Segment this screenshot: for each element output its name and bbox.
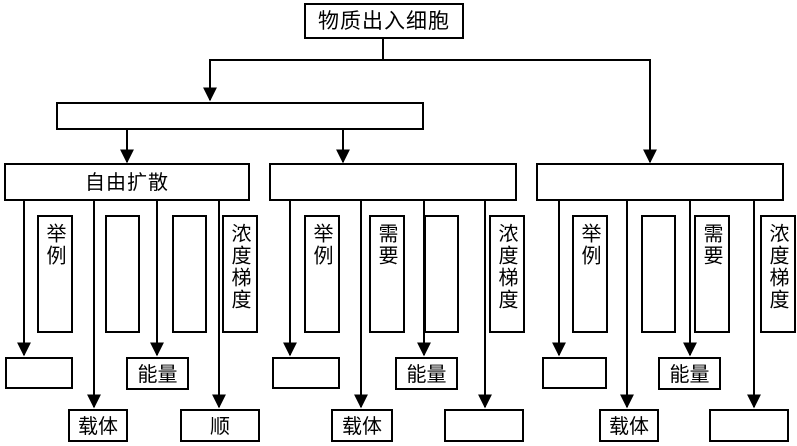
g2-gradient-value-box [444,409,524,442]
g1-gradient-label: 浓度梯度 [222,215,258,333]
g3-example-answer-box [542,357,607,389]
g3-energy-col-label: 需要 [694,215,730,333]
g3-carrier-box: 载体 [599,409,659,442]
g1-carrier-box: 载体 [68,409,128,442]
group3-header [536,163,784,201]
g2-carrier-box: 载体 [331,409,393,442]
g1-energy-col-box [172,215,207,333]
g3-gradient-value-box [709,409,789,442]
root-to-group3-arrow [383,59,657,164]
g2-energy-col-box [424,215,459,333]
g2-energy-box: 能量 [395,357,458,390]
g1-carrier-col-box [105,215,140,333]
root-box: 物质出入细胞 [304,3,464,39]
root-to-level1-arrow [203,38,384,102]
group2-header [269,163,517,201]
g2-example-label: 举例 [304,215,340,333]
g1-energy-box: 能量 [126,357,189,390]
g2-carrier-col-label: 需要 [369,215,405,333]
g2-example-answer-box [272,357,340,389]
g3-energy-box: 能量 [658,357,721,390]
g2-gradient-label: 浓度梯度 [489,215,525,333]
g3-gradient-label: 浓度梯度 [760,215,796,333]
g1-example-answer-box [5,357,73,389]
level1-blank-box [56,102,424,130]
group1-header: 自由扩散 [4,163,250,201]
g3-carrier-col-box [641,215,676,333]
g1-gradient-value-box: 顺 [180,409,260,442]
g3-example-label: 举例 [572,215,608,333]
g1-example-label: 举例 [37,215,73,333]
